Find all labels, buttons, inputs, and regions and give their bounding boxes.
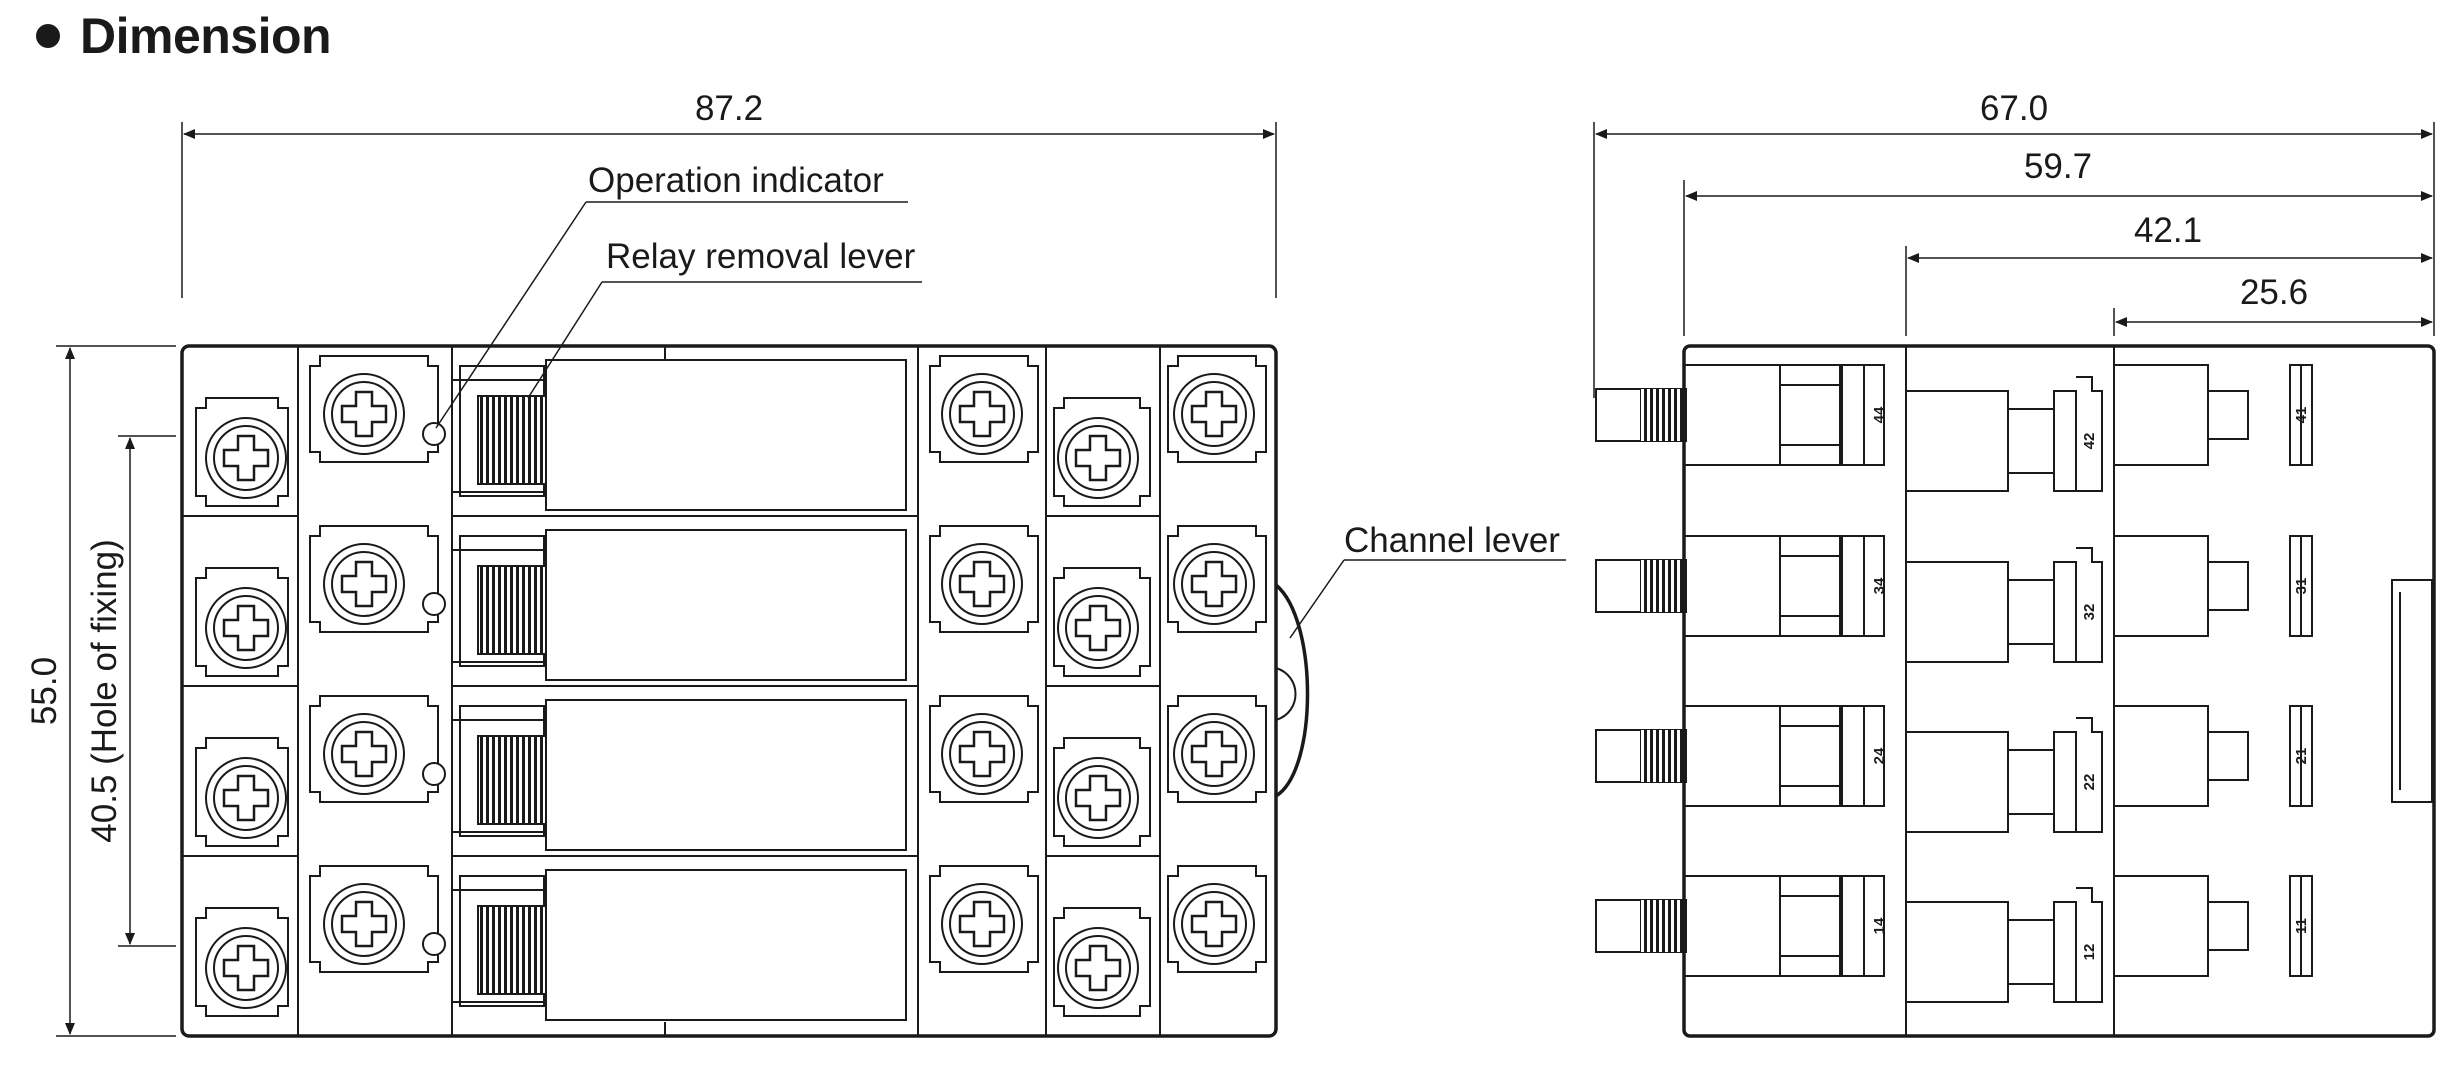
relay-removal-lever-icon: [477, 565, 547, 655]
side-terminal-row: 34 32 31: [1595, 535, 2313, 663]
screw-icon: [323, 883, 405, 965]
screw-icon: [323, 543, 405, 625]
screw-icon: [1173, 883, 1255, 965]
side-body-outline: [1682, 344, 2436, 1038]
relay-removal-lever-icon: [477, 395, 547, 485]
side-view: 67.0 59.7 42.1 25.6 44 42 41 34 32 31 24 22 21 14…: [1593, 89, 2436, 1038]
screw-icon: [941, 713, 1023, 795]
operation-indicator-icon: [422, 762, 446, 786]
terminal-number: 41: [2293, 407, 2310, 424]
terminal-number: 42: [2081, 433, 2098, 450]
section-title: Dimension: [36, 0, 332, 72]
front-terminal-row: [182, 685, 1267, 851]
operation-indicator-label: Operation indicator: [588, 161, 884, 200]
screw-icon: [1057, 757, 1139, 839]
operation-indicator-icon: [422, 592, 446, 616]
side-terminal-row: 14 12 11: [1595, 875, 2313, 1003]
screw-icon: [205, 757, 287, 839]
side-terminal-row: 44 42 41: [1595, 364, 2313, 492]
terminal-number: 11: [2293, 918, 2310, 934]
front-dimensions: 87.2 55.0 40.5 (Hole of fixing): [25, 89, 1277, 1037]
screw-icon: [1057, 587, 1139, 669]
side-dim-label-1: 67.0: [1980, 89, 2048, 128]
front-view: 87.2 55.0 40.5 (Hole of fixing): [25, 89, 1310, 1038]
dim-width-label: 87.2: [695, 89, 763, 128]
screw-icon: [1057, 417, 1139, 499]
screw-icon: [205, 417, 287, 499]
front-structure: [297, 346, 1161, 1036]
terminal-number: 34: [1871, 577, 1888, 594]
terminal-number: 32: [2081, 604, 2098, 621]
terminal-number: 44: [1871, 406, 1888, 423]
front-terminal-row: [182, 855, 1267, 1021]
screw-icon: [1173, 543, 1255, 625]
terminal-number: 31: [2293, 578, 2310, 595]
screw-icon: [1057, 927, 1139, 1009]
terminal-number: 14: [1871, 917, 1888, 934]
dim-height-label: 55.0: [25, 657, 64, 725]
front-terminal-row: [195, 355, 1267, 511]
bullet-icon: [36, 24, 60, 48]
front-callouts: Operation indicator Relay removal lever …: [435, 161, 1566, 639]
channel-lever-notch: [1275, 667, 1297, 721]
screw-icon: [941, 883, 1023, 965]
screw-icon: [205, 927, 287, 1009]
side-dim-label-3: 42.1: [2134, 211, 2202, 250]
channel-lever-label: Channel lever: [1344, 521, 1560, 560]
terminal-number: 21: [2293, 748, 2310, 765]
side-terminal-row: 24 22 21: [1595, 705, 2313, 833]
screw-icon: [323, 713, 405, 795]
operation-indicator-icon: [422, 932, 446, 956]
front-terminal-row: [182, 515, 1267, 681]
terminal-number: 24: [1871, 747, 1888, 764]
side-dim-label-2: 59.7: [2024, 147, 2092, 186]
front-body-outline: [180, 344, 1278, 1038]
operation-indicator-icon: [422, 422, 446, 446]
screw-icon: [205, 587, 287, 669]
side-dimensions: 67.0 59.7 42.1 25.6: [1593, 89, 2435, 398]
relay-removal-lever-label: Relay removal lever: [606, 237, 916, 276]
terminal-number: 22: [2081, 774, 2098, 791]
terminal-number: 12: [2081, 944, 2098, 961]
screw-icon: [1173, 373, 1255, 455]
relay-removal-lever-icon: [477, 905, 547, 995]
screw-icon: [941, 373, 1023, 455]
screw-icon: [1173, 713, 1255, 795]
dim-fixing-label: 40.5 (Hole of fixing): [85, 539, 124, 842]
channel-lever-shape: [1274, 583, 1310, 798]
section-title-text: Dimension: [80, 8, 332, 64]
screw-icon: [941, 543, 1023, 625]
side-dim-label-4: 25.6: [2240, 273, 2308, 312]
side-channel-lever-bracket: [2391, 579, 2433, 803]
relay-removal-lever-icon: [477, 735, 547, 825]
screw-icon: [323, 373, 405, 455]
